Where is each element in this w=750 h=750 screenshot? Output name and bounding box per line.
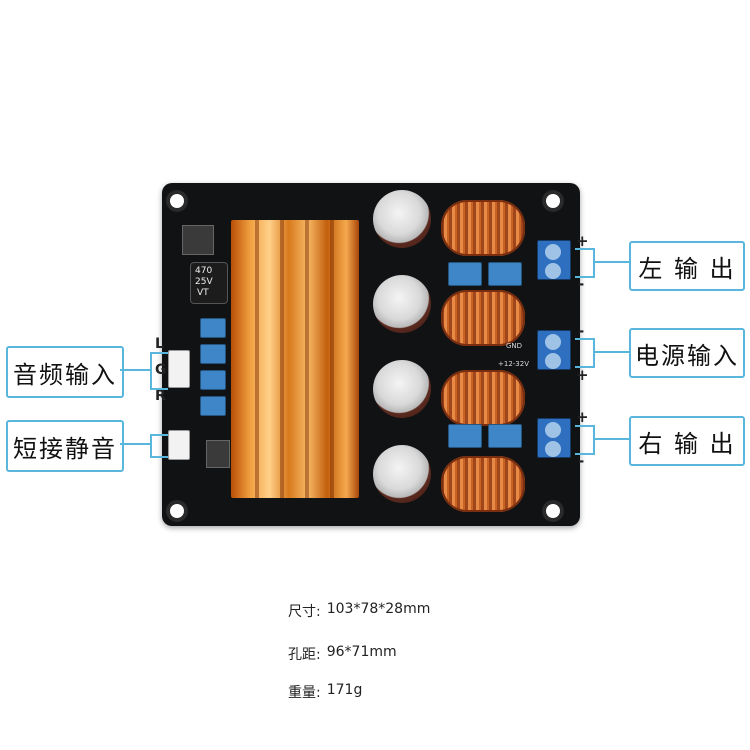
mounting-hole-bottom-left <box>166 500 188 522</box>
spec-hole-spacing: 孔距: 96*71mm <box>288 644 397 664</box>
right-output-terminal <box>537 418 571 458</box>
film-capacitor <box>200 396 226 416</box>
inductor-coil <box>441 290 525 346</box>
callout-connector-line <box>593 261 629 263</box>
film-capacitor <box>488 262 522 286</box>
electrolytic-capacitor <box>373 275 431 333</box>
capacitor-voltage-label: 25V <box>195 277 213 287</box>
callout-connector-line <box>593 438 629 440</box>
regulator-chip <box>182 225 214 255</box>
mute-header <box>168 430 190 460</box>
small-capacitor: 470 25V VT <box>190 262 228 304</box>
film-capacitor <box>200 318 226 338</box>
callout-mute-short: 短接静音 <box>6 420 124 472</box>
spec-size-value: 103*78*28mm <box>326 601 431 617</box>
spec-weight: 重量: 171g <box>288 682 362 702</box>
film-capacitor <box>200 370 226 390</box>
callout-connector-line <box>120 369 152 371</box>
inductor-coil <box>441 456 525 512</box>
spec-weight-label: 重量: <box>288 685 321 701</box>
heatsink-fin <box>330 220 334 498</box>
silk-vin-label: +12-32V <box>498 360 529 368</box>
left-output-minus: - <box>578 275 585 293</box>
power-input-terminal <box>537 330 571 370</box>
mounting-hole-top-right <box>542 190 564 212</box>
heatsink-fin <box>255 220 259 498</box>
callout-audio-input: 音频输入 <box>6 346 124 398</box>
silk-label-r: R <box>155 388 166 404</box>
callout-bracket <box>150 434 168 458</box>
film-capacitor <box>200 344 226 364</box>
mounting-hole-bottom-right <box>542 500 564 522</box>
heatsink-fin <box>305 220 309 498</box>
silk-gnd-label: GND <box>506 342 523 350</box>
film-capacitor <box>488 424 522 448</box>
spec-size-label: 尺寸: <box>288 604 321 620</box>
silk-label-l: L <box>155 336 164 352</box>
spec-weight-value: 171g <box>326 682 363 698</box>
heatsink <box>231 220 359 498</box>
callout-bracket <box>575 425 595 455</box>
heatsink-fin <box>280 220 284 498</box>
capacitor-mark-label: VT <box>197 288 209 298</box>
mounting-hole-top-left <box>166 190 188 212</box>
callout-right-output: 右 输 出 <box>629 416 745 466</box>
small-ic <box>206 440 230 468</box>
callout-power-input: 电源输入 <box>629 328 745 378</box>
callout-connector-line <box>593 351 629 353</box>
electrolytic-capacitor <box>373 190 431 248</box>
callout-bracket <box>150 352 168 390</box>
power-minus: - <box>578 322 585 340</box>
audio-input-header <box>168 350 190 388</box>
electrolytic-capacitor <box>373 445 431 503</box>
capacitor-value-label: 470 <box>195 266 213 276</box>
film-capacitor <box>448 424 482 448</box>
right-output-plus: + <box>576 408 589 426</box>
spec-size: 尺寸: 103*78*28mm <box>288 601 430 621</box>
callout-bracket <box>575 248 595 278</box>
inductor-coil <box>441 200 525 256</box>
electrolytic-capacitor <box>373 360 431 418</box>
spec-hole-spacing-value: 96*71mm <box>326 644 397 660</box>
right-output-minus: - <box>578 452 585 470</box>
film-capacitor <box>448 262 482 286</box>
inductor-coil <box>441 370 525 426</box>
left-output-terminal <box>537 240 571 280</box>
callout-left-output: 左 输 出 <box>629 241 745 291</box>
power-plus: + <box>576 366 589 384</box>
callout-bracket <box>575 338 595 368</box>
callout-connector-line <box>120 443 152 445</box>
spec-hole-spacing-label: 孔距: <box>288 647 321 663</box>
silk-label-g: G <box>155 362 167 378</box>
left-output-plus: + <box>576 232 589 250</box>
